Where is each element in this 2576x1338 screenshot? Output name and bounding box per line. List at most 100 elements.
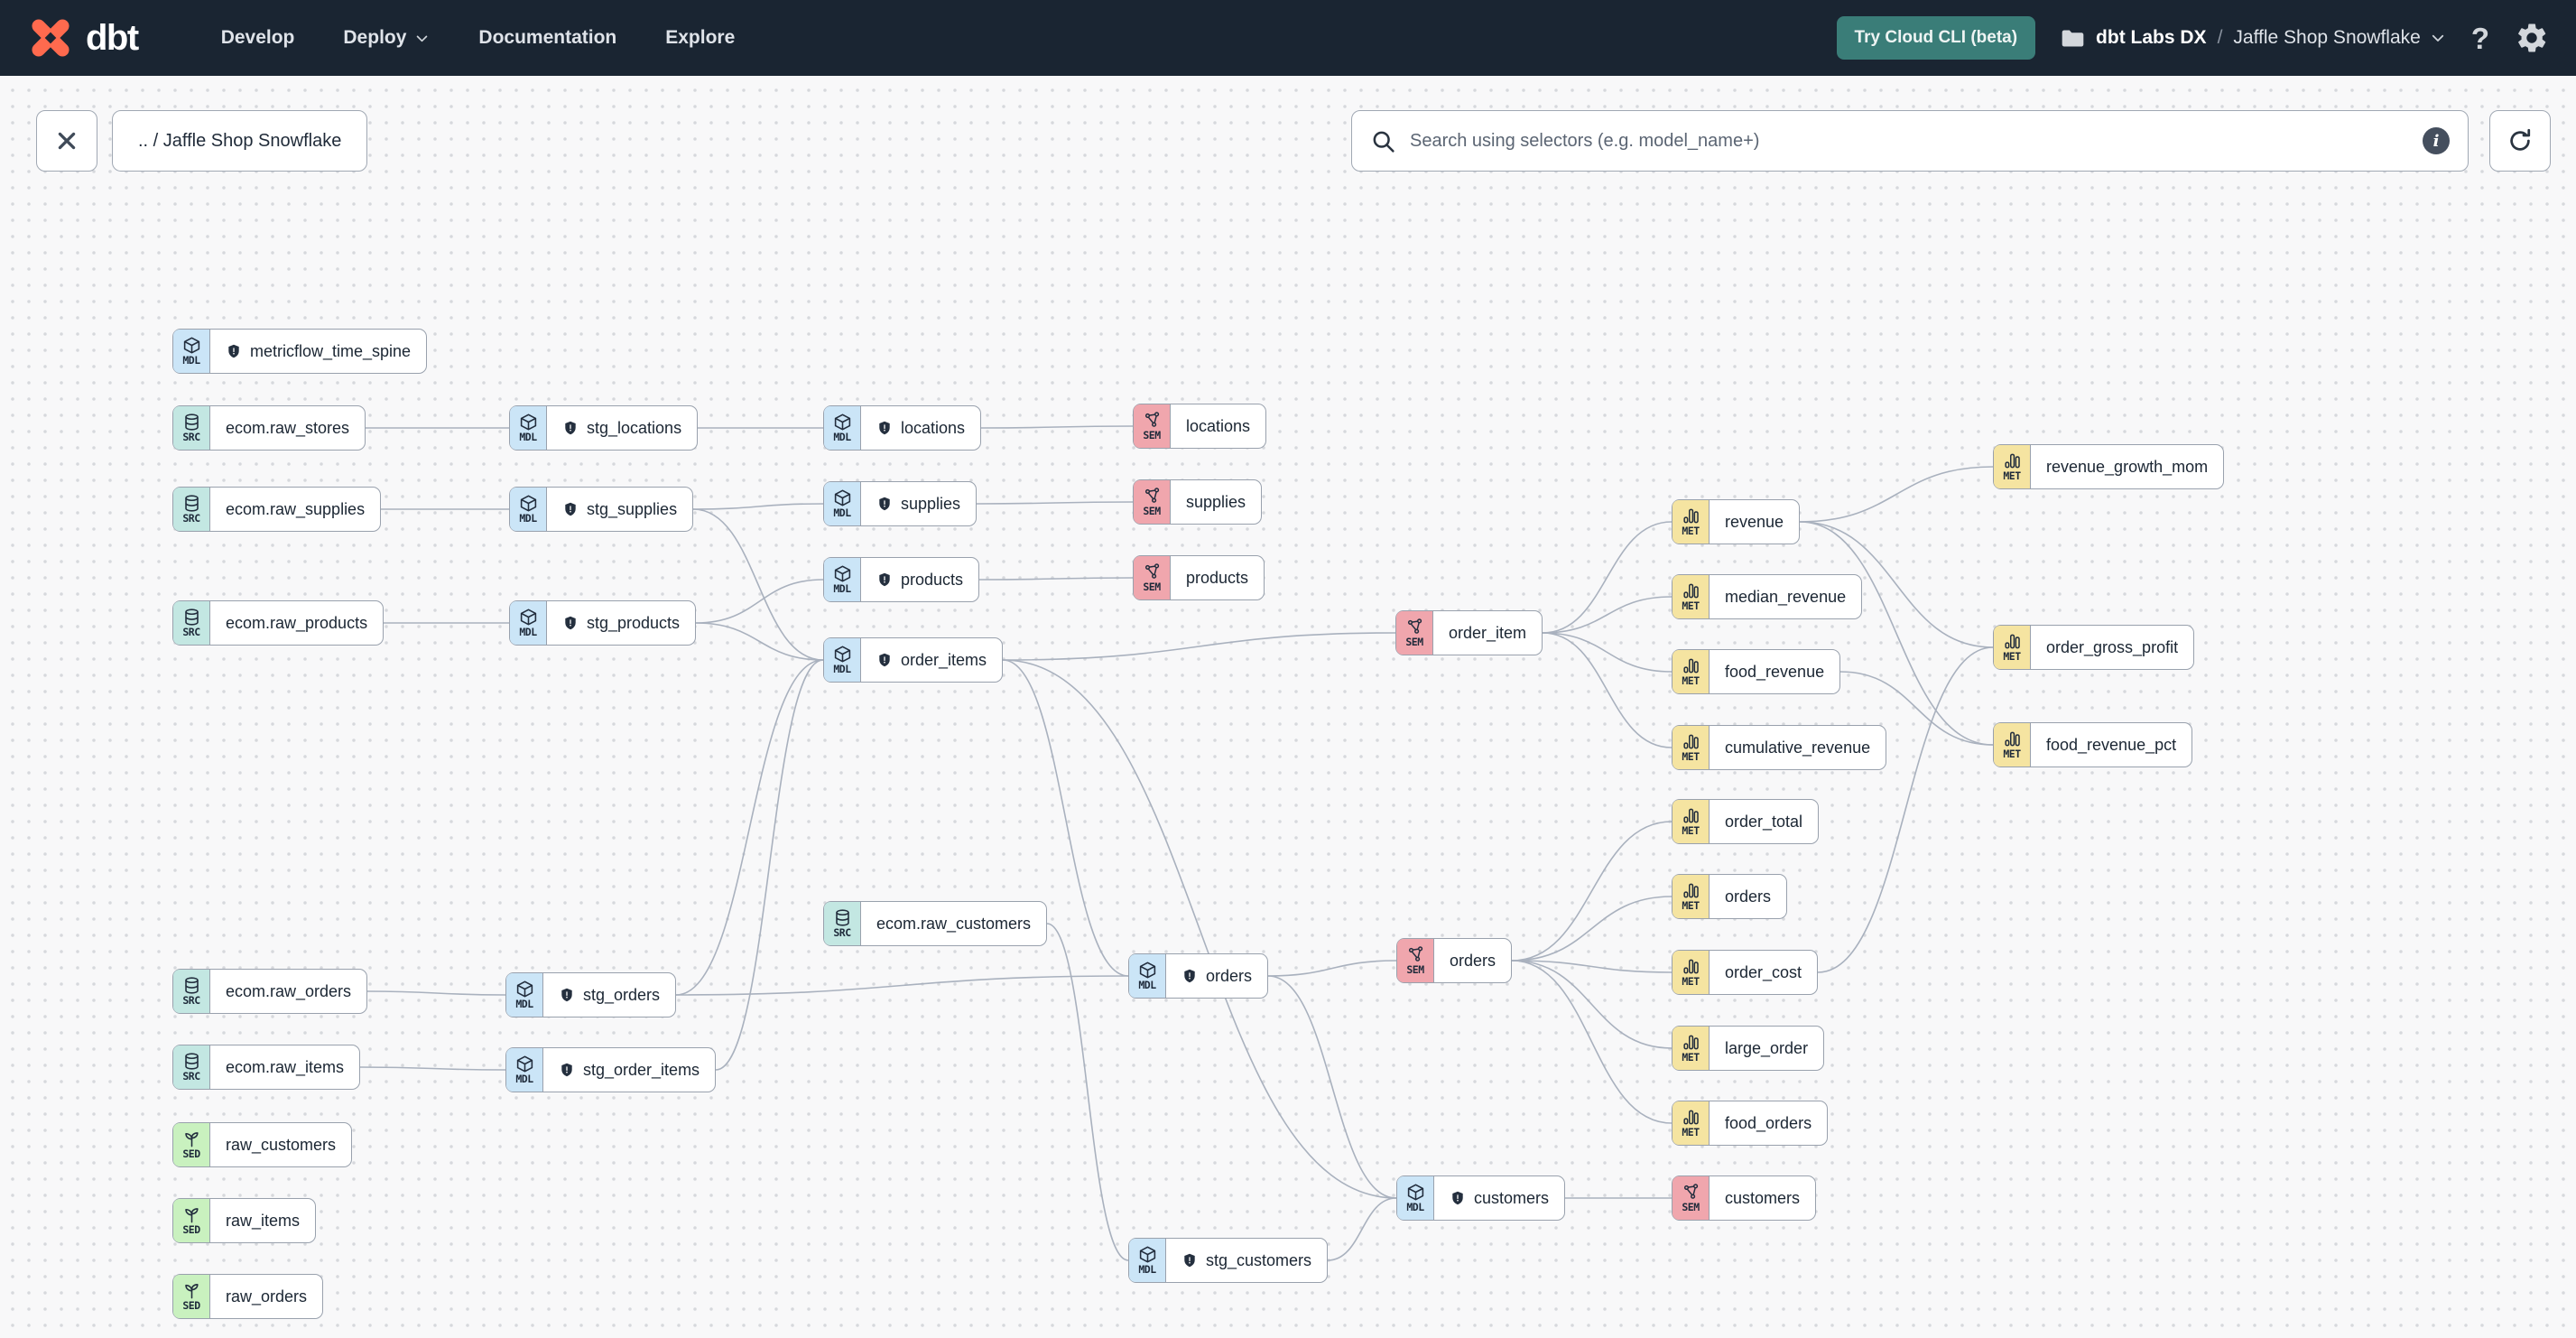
graph-node-met_food_revenue[interactable]: MET food_revenue (1672, 649, 1841, 694)
node-type-badge: SRC (173, 1045, 210, 1089)
node-label: stg_supplies (587, 499, 678, 518)
try-cloud-cli-button[interactable]: Try Cloud CLI (beta) (1836, 16, 2036, 60)
lineage-canvas[interactable]: MDL metricflow_time_spine SRC ecom.raw_s… (0, 76, 2576, 1338)
graph-node-met_revenue[interactable]: MET revenue (1672, 499, 1801, 544)
graph-node-met_order_cost[interactable]: MET order_cost (1672, 950, 1819, 995)
node-label: order_items (901, 650, 987, 669)
shield-icon (1450, 1190, 1466, 1206)
node-body: locations (861, 406, 980, 450)
graph-node-mdl_customers[interactable]: MDL customers (1396, 1175, 1566, 1221)
graph-node-mdl_stg_customers[interactable]: MDL stg_customers (1128, 1238, 1329, 1283)
graph-node-met_cumulative_revenue[interactable]: MET cumulative_revenue (1672, 725, 1887, 770)
graph-node-src_raw_items[interactable]: SRC ecom.raw_items (172, 1045, 361, 1090)
metric-icon (1682, 656, 1700, 675)
graph-node-sem_orders[interactable]: SEM orders (1396, 938, 1513, 983)
graph-node-sed_raw_items[interactable]: SED raw_items (172, 1198, 317, 1243)
node-type-label: SED (182, 1299, 200, 1313)
node-type-label: MET (2003, 469, 2021, 483)
node-body: products (861, 558, 978, 601)
graph-node-met_median_revenue[interactable]: MET median_revenue (1672, 574, 1863, 619)
graph-node-sem_products[interactable]: SEM products (1133, 555, 1265, 600)
node-body: order_items (861, 638, 1002, 682)
node-label: food_revenue_pct (2046, 735, 2177, 754)
node-body: ecom.raw_supplies (210, 488, 380, 531)
graph-node-sem_supplies[interactable]: SEM supplies (1133, 479, 1263, 525)
node-type-badge: MDL (824, 638, 861, 682)
account-name[interactable]: dbt Labs DX (2096, 27, 2207, 48)
node-type-badge: MDL (506, 1048, 543, 1092)
project-picker[interactable]: Jaffle Shop Snowflake (2233, 27, 2445, 49)
graph-node-met_revenue_growth_mom[interactable]: MET revenue_growth_mom (1993, 444, 2225, 489)
graph-node-src_raw_supplies[interactable]: SRC ecom.raw_supplies (172, 487, 382, 532)
node-body: raw_items (210, 1199, 315, 1242)
graph-node-met_orders[interactable]: MET orders (1672, 874, 1788, 919)
graph-node-src_raw_customers[interactable]: SRC ecom.raw_customers (823, 901, 1048, 946)
close-lineage-button[interactable] (36, 110, 97, 172)
graph-node-mdl_stg_orders[interactable]: MDL stg_orders (505, 972, 677, 1017)
graph-node-sem_customers[interactable]: SEM customers (1672, 1175, 1817, 1221)
node-type-badge: SEM (1396, 611, 1433, 655)
node-type-badge: MDL (824, 482, 861, 525)
node-type-label: MDL (182, 354, 200, 367)
graph-node-met_food_orders[interactable]: MET food_orders (1672, 1101, 1829, 1146)
node-body: products (1171, 556, 1264, 599)
graph-node-met_order_gross_profit[interactable]: MET order_gross_profit (1993, 625, 2195, 670)
graph-node-mdl_locations[interactable]: MDL locations (823, 405, 982, 451)
graph-node-mdl_supplies[interactable]: MDL supplies (823, 481, 978, 526)
graph-node-src_raw_stores[interactable]: SRC ecom.raw_stores (172, 405, 366, 451)
node-label: products (1186, 568, 1249, 587)
refresh-icon (2510, 128, 2531, 151)
graph-node-sem_locations[interactable]: SEM locations (1133, 404, 1267, 449)
cube-icon (515, 980, 534, 999)
refresh-button[interactable] (2489, 110, 2551, 172)
node-label: revenue_growth_mom (2046, 457, 2209, 476)
graph-node-src_raw_products[interactable]: SRC ecom.raw_products (172, 600, 385, 646)
graph-node-mdl_stg_order_items[interactable]: MDL stg_order_items (505, 1047, 717, 1092)
graph-node-mdl_stg_supplies[interactable]: MDL stg_supplies (509, 487, 694, 532)
database-icon (182, 608, 201, 627)
node-body: supplies (861, 482, 976, 525)
graph-node-met_food_revenue_pct[interactable]: MET food_revenue_pct (1993, 722, 2193, 767)
settings-gear-button[interactable] (2515, 21, 2549, 55)
graph-node-mdl_stg_locations[interactable]: MDL stg_locations (509, 405, 699, 451)
node-label: orders (1450, 951, 1496, 970)
help-button[interactable]: ? (2470, 21, 2489, 55)
graph-node-mdl_order_items[interactable]: MDL order_items (823, 637, 1004, 683)
search-input[interactable] (1410, 130, 2409, 152)
node-type-badge: SEM (1134, 404, 1171, 448)
breadcrumb-separator: / (2217, 27, 2223, 48)
node-type-label: MDL (1138, 979, 1156, 992)
graph-node-sed_raw_orders[interactable]: SED raw_orders (172, 1274, 324, 1319)
dbt-logo[interactable]: dbt (27, 14, 139, 61)
edge-sem_orders--met_order_total (1511, 821, 1673, 962)
graph-node-met_order_total[interactable]: MET order_total (1672, 799, 1820, 844)
primary-nav: Develop Deploy Documentation Explore (221, 27, 736, 49)
nav-item-develop[interactable]: Develop (220, 27, 295, 48)
graph-node-sem_order_item[interactable]: SEM order_item (1395, 610, 1543, 655)
node-label: stg_orders (583, 985, 661, 1004)
metric-icon (1682, 732, 1700, 751)
node-body: stg_order_items (543, 1048, 715, 1092)
node-type-label: MDL (515, 998, 533, 1011)
nav-item-explore[interactable]: Explore (665, 27, 736, 48)
node-type-badge: MDL (510, 488, 547, 531)
info-icon[interactable]: i (2423, 127, 2450, 154)
graph-node-src_raw_orders[interactable]: SRC ecom.raw_orders (172, 969, 368, 1014)
edge-mdl_stg_orders--mdl_order_items (675, 659, 824, 996)
shield-icon (226, 343, 242, 359)
graph-node-mdl_orders[interactable]: MDL orders (1128, 953, 1269, 999)
folder-icon (2062, 30, 2084, 46)
graph-node-met_large_order[interactable]: MET large_order (1672, 1026, 1825, 1071)
node-body: ecom.raw_items (210, 1045, 359, 1089)
graph-node-sed_raw_customers[interactable]: SED raw_customers (172, 1122, 353, 1167)
node-type-badge: MDL (1397, 1176, 1434, 1220)
nav-item-documentation[interactable]: Documentation (478, 27, 617, 48)
nav-item-deploy[interactable]: Deploy (343, 27, 430, 49)
edge-mdl_supplies--sem_supplies (976, 501, 1134, 505)
lineage-breadcrumb[interactable]: .. / Jaffle Shop Snowflake (112, 110, 368, 172)
database-icon (182, 976, 201, 995)
graph-node-mdl_metricflow_time_spine[interactable]: MDL metricflow_time_spine (172, 329, 428, 374)
node-body: stg_orders (543, 973, 675, 1017)
graph-node-mdl_stg_products[interactable]: MDL stg_products (509, 600, 697, 646)
graph-node-mdl_products[interactable]: MDL products (823, 557, 980, 602)
